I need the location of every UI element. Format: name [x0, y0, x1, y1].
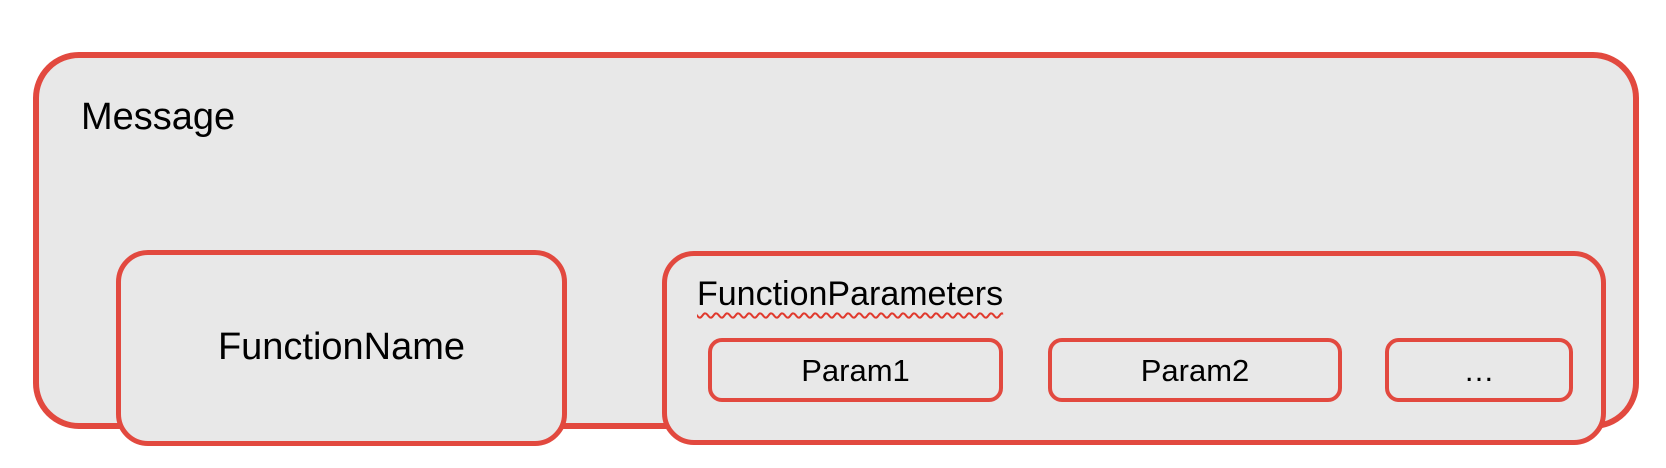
- param1-box: Param1: [708, 338, 1003, 402]
- message-label: Message: [81, 96, 236, 138]
- function-parameters-label: FunctionParameters: [697, 275, 1004, 313]
- param2-label: Param2: [1140, 352, 1250, 388]
- param2-box: Param2: [1048, 338, 1342, 402]
- message-box: Message FunctionName FunctionParameters …: [33, 52, 1639, 446]
- function-parameters-box: FunctionParameters Param1 Param2 …: [662, 251, 1606, 445]
- param1-label: Param1: [801, 352, 910, 388]
- param-ellipsis-box: …: [1385, 338, 1573, 402]
- function-name-label: FunctionName: [217, 326, 466, 369]
- param-ellipsis-label: …: [1463, 352, 1495, 388]
- function-name-box: FunctionName: [116, 250, 567, 446]
